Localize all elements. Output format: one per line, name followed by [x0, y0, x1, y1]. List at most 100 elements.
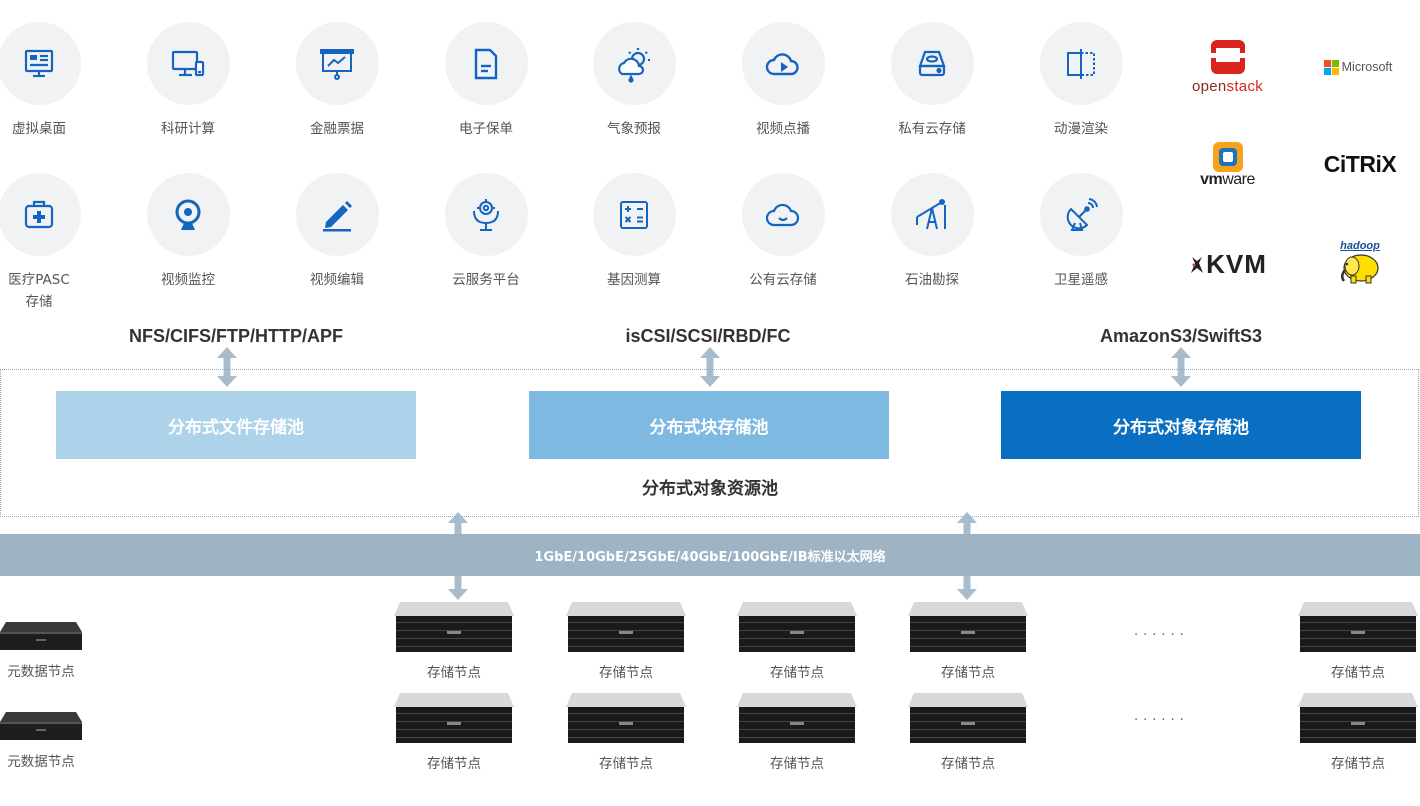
medical-kit-icon — [0, 173, 81, 256]
satellite-dish-icon — [1039, 173, 1123, 256]
cloud-service-icon — [444, 173, 528, 256]
block-storage-pool: 分布式块存储池 — [529, 391, 889, 459]
storage-node-label: 存储节点 — [599, 665, 653, 681]
app-video-surveillance[interactable]: 视频监控 — [113, 173, 263, 291]
webcam-icon — [146, 173, 230, 256]
more-nodes-ellipsis: ...... — [1134, 624, 1189, 639]
protocol-label-file: NFS/CIFS/FTP/HTTP/APF — [129, 326, 343, 346]
hadoop-wordmark: hadoop — [1340, 240, 1380, 252]
app-gene-computing[interactable]: 基因测算 — [559, 173, 709, 291]
metadata-node-label: 元数据节点 — [7, 664, 75, 680]
microsoft-wordmark: Microsoft — [1341, 60, 1393, 74]
storage-server-icon — [566, 602, 686, 652]
storage-node: 存储节点 — [908, 600, 1028, 681]
storage-node: 存储节点 — [1298, 691, 1418, 772]
microsoft-logo: Microsoft — [1318, 50, 1398, 84]
metadata-server-icon — [0, 622, 82, 650]
storage-node-label: 存储节点 — [1331, 756, 1385, 772]
storage-server-icon — [908, 693, 1028, 743]
double-arrow-icon — [1171, 347, 1191, 387]
storage-node: 存储节点 — [737, 600, 857, 681]
storage-server-icon — [737, 602, 857, 652]
hadoop-elephant-icon — [1341, 254, 1379, 284]
weather-icon — [592, 22, 676, 105]
app-satellite-remote-sensing[interactable]: 卫星遥感 — [1006, 173, 1156, 291]
storage-node-label: 存储节点 — [599, 756, 653, 772]
document-icon — [444, 22, 528, 105]
app-private-cloud[interactable]: 私有云存储 — [857, 22, 1007, 140]
vmware-ware: ware — [1222, 171, 1255, 188]
citrix-wordmark: CiTRiX — [1323, 150, 1397, 177]
app-label: 电子保单 — [459, 121, 513, 137]
storage-server-icon — [1298, 602, 1418, 652]
app-label: 气象预报 — [607, 121, 661, 137]
app-public-cloud[interactable]: 公有云存储 — [708, 173, 858, 291]
app-medical-pacs[interactable]: 医疗PASC 存储 — [0, 173, 114, 313]
vmware-vm: vm — [1200, 171, 1223, 188]
cloud-icon — [741, 173, 825, 256]
file-storage-pool: 分布式文件存储池 — [56, 391, 416, 459]
hadoop-logo: hadoop — [1325, 237, 1395, 287]
app-weather-forecast[interactable]: 气象预报 — [559, 22, 709, 140]
kvm-logo: KVM — [1183, 244, 1273, 284]
storage-server-icon — [1298, 693, 1418, 743]
app-label: 医疗PASC 存储 — [8, 272, 70, 310]
resource-pool-caption: 分布式对象资源池 — [642, 479, 778, 499]
app-cloud-service-platform[interactable]: 云服务平台 — [411, 173, 561, 291]
storage-node: 存储节点 — [908, 691, 1028, 772]
protocol-label-object: AmazonS3/SwiftS3 — [1099, 326, 1263, 346]
openstack-mark-icon — [1208, 39, 1247, 74]
app-label: 金融票据 — [310, 121, 364, 137]
metadata-node: 元数据节点 — [0, 704, 82, 770]
app-video-editing[interactable]: 视频编辑 — [262, 173, 412, 291]
app-label: 视频点播 — [756, 121, 810, 137]
vmware-logo: vmware — [1185, 140, 1270, 190]
app-video-on-demand[interactable]: 视频点播 — [708, 22, 858, 140]
storage-node: 存储节点 — [394, 600, 514, 681]
metadata-node: 元数据节点 — [0, 614, 82, 680]
protocol-label-block: isCSI/SCSI/RBD/FC — [625, 326, 791, 346]
app-virtual-desktop[interactable]: 虚拟桌面 — [0, 22, 114, 140]
calculator-icon — [592, 173, 676, 256]
object-resource-pool-region — [0, 369, 1419, 517]
presentation-chart-icon — [295, 22, 379, 105]
app-label: 基因测算 — [607, 272, 661, 288]
app-label: 石油勘探 — [905, 272, 959, 288]
storage-node-label: 存储节点 — [941, 665, 995, 681]
app-label: 虚拟桌面 — [12, 121, 66, 137]
double-arrow-icon — [217, 347, 237, 387]
app-label: 科研计算 — [161, 121, 215, 137]
app-label: 云服务平台 — [452, 272, 520, 288]
storage-node-label: 存储节点 — [770, 665, 824, 681]
storage-server-icon — [394, 602, 514, 652]
storage-server-icon — [737, 693, 857, 743]
drive-icon — [890, 22, 974, 105]
app-animation-rendering[interactable]: 动漫渲染 — [1006, 22, 1156, 140]
network-label: 1GbE/10GbE/25GbE/40GbE/100GbE/IB标准以太网络 — [534, 549, 886, 565]
ethernet-network-bar: 1GbE/10GbE/25GbE/40GbE/100GbE/IB标准以太网络 — [0, 534, 1420, 576]
microsoft-windows-icon — [1323, 59, 1339, 75]
app-label: 视频编辑 — [310, 272, 364, 288]
app-e-policy[interactable]: 电子保单 — [411, 22, 561, 140]
app-financial-bills[interactable]: 金融票据 — [262, 22, 412, 140]
render-icon — [1039, 22, 1123, 105]
openstack-prefix: open — [1191, 77, 1227, 95]
app-research-computing[interactable]: 科研计算 — [113, 22, 263, 140]
storage-node-label: 存储节点 — [427, 665, 481, 681]
pen-icon — [295, 173, 379, 256]
app-label: 私有云存储 — [898, 121, 966, 137]
openstack-logo: openstack — [1180, 34, 1275, 98]
double-arrow-icon — [700, 347, 720, 387]
storage-server-icon — [566, 693, 686, 743]
app-label: 公有云存储 — [749, 272, 817, 288]
app-label: 卫星遥感 — [1054, 272, 1108, 288]
openstack-suffix: stack — [1226, 77, 1264, 95]
app-oil-exploration[interactable]: 石油勘探 — [857, 173, 1007, 291]
storage-node: 存储节点 — [1298, 600, 1418, 681]
oil-derrick-icon — [890, 173, 974, 256]
app-label: 动漫渲染 — [1054, 121, 1108, 137]
metadata-node-label: 元数据节点 — [7, 754, 75, 770]
storage-node: 存储节点 — [566, 691, 686, 772]
virtual-desktop-icon — [0, 22, 81, 105]
storage-server-icon — [908, 602, 1028, 652]
